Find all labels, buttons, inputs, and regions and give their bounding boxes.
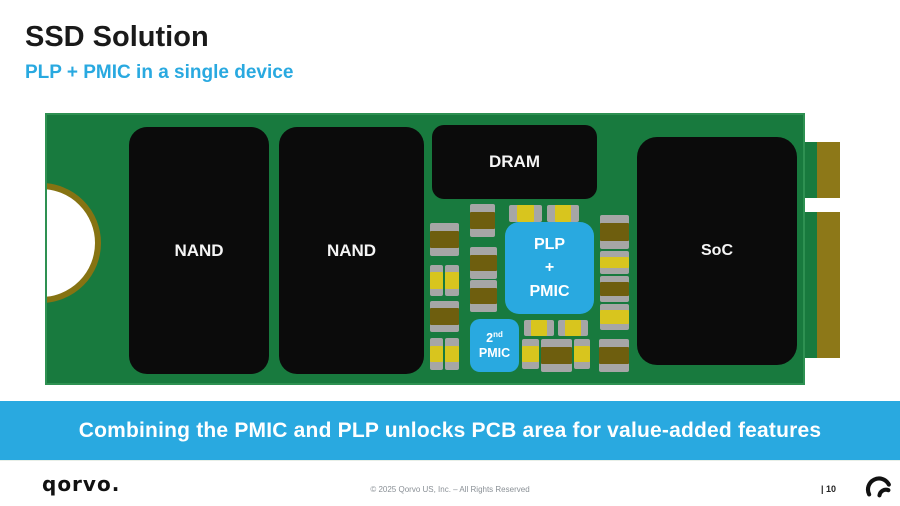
capacitor xyxy=(445,265,459,296)
capacitor xyxy=(547,205,579,222)
page-subtitle: PLP + PMIC in a single device xyxy=(25,62,294,83)
page-number: | 10 xyxy=(820,484,836,494)
plp-pmic-line1: PLP xyxy=(533,236,566,254)
capacitor xyxy=(524,320,554,336)
takeaway-banner-text: Combining the PMIC and PLP unlocks PCB a… xyxy=(78,418,822,442)
capacitor xyxy=(541,339,572,372)
capacitor xyxy=(470,280,497,312)
soc-chip: SoC xyxy=(637,137,797,365)
qorvo-wordmark-logo: qorvo. xyxy=(42,472,121,496)
takeaway-banner: Combining the PMIC and PLP unlocks PCB a… xyxy=(0,401,900,460)
capacitor xyxy=(470,247,497,279)
capacitor xyxy=(522,339,539,369)
plp-pmic-line3: PMIC xyxy=(529,282,570,300)
capacitor xyxy=(558,320,588,336)
capacitor xyxy=(430,223,459,256)
pcb-board: NAND NAND DRAM SoC PLP + PMIC 2nd PMIC xyxy=(45,113,805,385)
mounting-hole xyxy=(47,183,101,303)
capacitor xyxy=(600,304,629,330)
capacitor xyxy=(445,338,459,370)
second-pmic-chip: 2nd PMIC xyxy=(470,319,519,372)
second-pmic-line2: PMIC xyxy=(478,346,511,361)
edge-connector-finger-lower xyxy=(805,212,840,358)
ssd-pcb-diagram: NAND NAND DRAM SoC PLP + PMIC 2nd PMIC xyxy=(45,113,840,385)
capacitor xyxy=(600,276,629,302)
dram-chip: DRAM xyxy=(432,125,597,199)
capacitor xyxy=(574,339,590,369)
footer: qorvo. © 2025 Qorvo US, Inc. – All Right… xyxy=(0,460,900,506)
page-title: SSD Solution xyxy=(25,21,209,53)
nand-chip-1-label: NAND xyxy=(174,240,224,260)
copyright-text: © 2025 Qorvo US, Inc. – All Rights Reser… xyxy=(370,485,530,494)
capacitor xyxy=(599,339,629,372)
capacitor xyxy=(600,215,629,249)
edge-connector-finger-upper xyxy=(805,142,840,198)
capacitor xyxy=(470,204,495,237)
capacitor xyxy=(430,265,443,296)
soc-chip-label: SoC xyxy=(701,242,733,259)
capacitor xyxy=(430,301,459,332)
capacitor xyxy=(430,338,443,370)
capacitor xyxy=(509,205,542,222)
capacitor xyxy=(600,251,629,274)
qorvo-mark-icon xyxy=(865,476,891,498)
plp-pmic-chip: PLP + PMIC xyxy=(505,222,594,314)
plp-pmic-line2: + xyxy=(544,259,555,277)
second-pmic-line1: 2nd xyxy=(486,329,503,346)
nand-chip-1: NAND xyxy=(129,127,269,374)
dram-chip-label: DRAM xyxy=(489,152,540,171)
nand-chip-2-label: NAND xyxy=(326,240,377,260)
nand-chip-2: NAND xyxy=(279,127,424,374)
